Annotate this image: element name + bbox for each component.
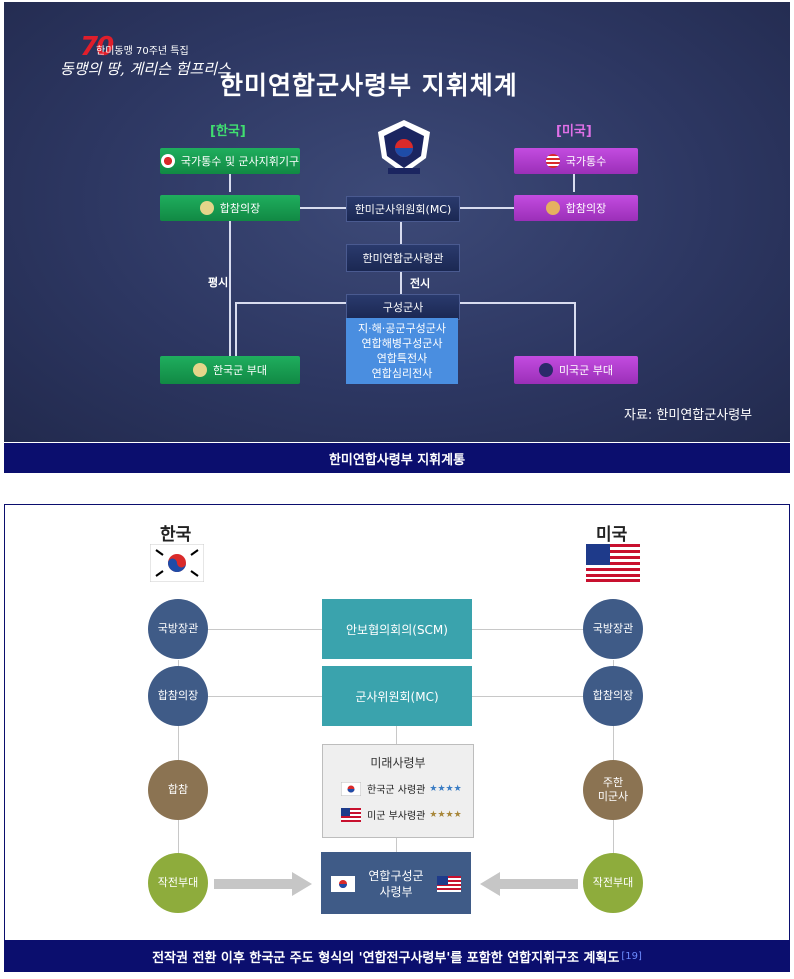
page-title: 한미연합군사령부 지휘체계: [220, 71, 518, 100]
anniversary-logo-subtitle: 한미동맹 70주년 특집: [96, 46, 189, 57]
box-label: 미국군 부대: [558, 364, 614, 377]
kr-jcs-chairman-node: 합참의장: [148, 666, 208, 726]
usa-column-title: 미국: [596, 525, 628, 545]
peacetime-label: 평시: [208, 276, 229, 289]
future-us-deputy-row: 미군 부사령관 ★★★★: [341, 807, 462, 822]
future-command-title: 미래사령부: [370, 756, 426, 770]
connector-line: [456, 302, 576, 304]
future-command-box: 미래사령부 한국군 사령관 ★★★★ 미군 부사령관 ★★★★: [322, 744, 474, 838]
component-item: 연합특전사: [376, 352, 428, 365]
box-label: 합참의장: [219, 202, 261, 215]
future-kr-commander-row: 한국군 사령관 ★★★★: [341, 781, 462, 796]
korea-flag-icon: [150, 544, 204, 582]
connector-line: [235, 302, 237, 356]
source-text: 자료: 한미연합군사령부: [624, 408, 753, 423]
usfk-emblem-icon: [538, 363, 553, 377]
us-defense-minister-node: 국방장관: [583, 599, 643, 659]
component-item: 연합심리전사: [371, 367, 433, 380]
box-label: 합참의장: [565, 202, 607, 215]
component-command-title: 구성군사: [346, 294, 460, 320]
cfc-emblem-icon: [378, 120, 430, 174]
connector-line: [229, 174, 231, 192]
arrow-right-icon: [214, 872, 312, 896]
box-label: 국가통수: [565, 155, 607, 168]
korea-column-title: 한국: [160, 525, 192, 545]
cfc-commander-box: 한미연합군사령관: [346, 244, 460, 272]
arrow-left-icon: [480, 872, 578, 896]
jcs-emblem-icon: [199, 201, 214, 215]
kr-jcs-chairman-box: 합참의장: [160, 195, 300, 221]
us-national-command-box: 국가통수: [514, 148, 638, 174]
kr-jcs-node: 합참: [148, 760, 208, 820]
kr-defense-minister-node: 국방장관: [148, 599, 208, 659]
anniversary-logo-script: 동맹의 땅, 게리슨 험프리스: [60, 60, 231, 78]
anniversary-logo-number: 70: [80, 32, 114, 62]
diagram-caption-text: 전작권 전환 이후 한국군 주도 형식의 '연합전구사령부'를 포함한 연합지휘…: [152, 950, 620, 966]
connector-line: [229, 220, 231, 356]
combined-command-label: 연합구성군 사령부: [368, 869, 424, 899]
box-label: 한국군 부대: [212, 364, 268, 377]
usa-header: [미국]: [556, 124, 592, 139]
connector-line: [573, 174, 575, 192]
us-jcs-chairman-node: 합참의장: [583, 666, 643, 726]
kr-national-command-box: 국가통수 및 군사지휘기구: [160, 148, 300, 174]
footnote-link[interactable]: [19]: [621, 950, 642, 962]
usa-flag-icon: [341, 807, 361, 822]
component-item: 지·해·공군구성군사: [358, 322, 446, 335]
usa-flag-icon: [437, 876, 461, 892]
command-structure-image: 70 한미동맹 70주년 특집 동맹의 땅, 게리슨 험프리스 한미연합군사령부…: [4, 2, 790, 442]
box-label: 국가통수 및 군사지휘기구: [180, 155, 300, 168]
usfk-node: 주한 미군사: [583, 760, 643, 820]
mc-box: 한미군사위원회(MC): [346, 196, 460, 222]
scm-box: 안보협의회의(SCM): [322, 599, 472, 659]
four-star-rank-icon: ★★★★: [429, 809, 462, 820]
kr-forces-box: 한국군 부대: [160, 356, 300, 384]
us-operational-units-node: 작전부대: [583, 853, 643, 913]
usa-flag-icon: [586, 544, 640, 582]
usa-flag-icon: [545, 154, 560, 168]
korea-flag-icon: [331, 876, 355, 892]
us-jcs-emblem-icon: [545, 201, 560, 215]
us-jcs-chairman-box: 합참의장: [514, 195, 638, 221]
mc-box: 군사위원회(MC): [322, 666, 472, 726]
diagram-caption: 전작권 전환 이후 한국군 주도 형식의 '연합전구사령부'를 포함한 연합지휘…: [4, 940, 790, 972]
wartime-label: 전시: [410, 277, 431, 290]
connector-line: [235, 302, 348, 304]
four-star-rank-icon: ★★★★: [429, 783, 462, 794]
component-command-list: 지·해·공군구성군사 연합해병구성군사 연합특전사 연합심리전사: [346, 318, 458, 384]
future-us-deputy-label: 미군 부사령관: [367, 811, 426, 822]
component-item: 연합해병구성군사: [361, 337, 443, 350]
korea-flag-icon: [160, 154, 175, 168]
combined-component-command-box: 연합구성군 사령부: [321, 852, 471, 914]
connector-line: [574, 302, 576, 356]
future-kr-commander-label: 한국군 사령관: [367, 785, 426, 796]
rok-army-emblem-icon: [192, 363, 207, 377]
image-caption: 한미연합사령부 지휘계통: [4, 443, 790, 473]
us-forces-box: 미국군 부대: [514, 356, 638, 384]
kr-operational-units-node: 작전부대: [148, 853, 208, 913]
korea-flag-icon: [341, 781, 361, 796]
korea-header: [한국]: [210, 124, 246, 139]
